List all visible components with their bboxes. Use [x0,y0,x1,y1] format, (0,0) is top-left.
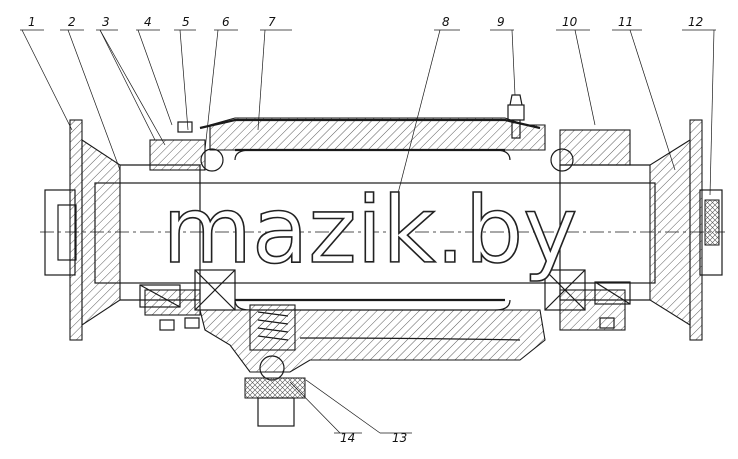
callout-labels: 1 2 3 4 5 6 7 8 9 10 11 12 13 14 [20,15,716,445]
callout-6: 6 [222,15,230,29]
leader-lines [21,29,715,434]
callout-13: 13 [392,431,407,445]
left-flange [44,119,206,341]
callout-12: 12 [688,15,703,29]
callout-7: 7 [268,15,276,29]
right-bearing [544,148,631,311]
callout-9: 9 [497,15,505,29]
bolts [159,121,615,331]
callout-3: 3 [102,15,110,29]
callout-14: 14 [340,431,355,445]
watermark: mazik.by [162,177,577,284]
grease-nipple [507,94,525,139]
callout-11: 11 [618,15,633,29]
callout-5: 5 [182,15,190,29]
spring-valve [244,304,306,427]
callout-1: 1 [28,15,36,29]
callout-10: 10 [562,15,578,29]
callout-2: 2 [68,15,76,29]
callout-4: 4 [144,15,152,29]
right-flange [559,119,723,341]
left-bearing [139,148,236,311]
callout-8: 8 [442,15,450,29]
